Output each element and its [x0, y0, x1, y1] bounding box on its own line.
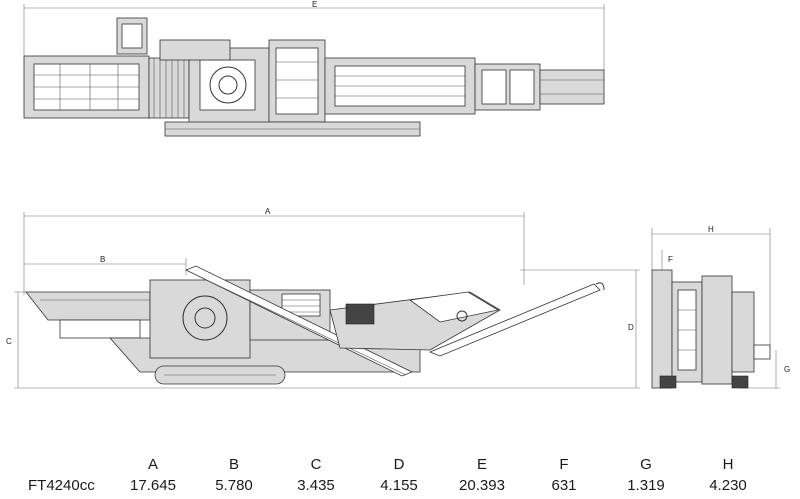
- machine-dimension-drawing: E: [6, 0, 790, 389]
- header-h: H: [722, 456, 734, 473]
- side-hopper: [25, 291, 151, 321]
- dimension-label-c: C: [6, 337, 12, 346]
- header-f: F: [559, 456, 569, 473]
- dimension-label-f: F: [668, 255, 673, 264]
- side-view: A B C D: [6, 207, 640, 389]
- value-a: 17.645: [130, 477, 176, 494]
- value-f: 631: [551, 477, 577, 494]
- header-c: C: [310, 456, 322, 473]
- end-hopper-wall: [651, 269, 673, 389]
- discharge-conveyor-top: [539, 69, 605, 105]
- end-view: H F G: [651, 225, 790, 389]
- value-h: 4.230: [709, 477, 747, 494]
- dimension-label-g: G: [784, 365, 790, 374]
- value-d: 4.155: [380, 477, 418, 494]
- side-discharge-conveyor: [428, 283, 601, 357]
- top-view: E: [23, 0, 605, 137]
- value-b: 5.780: [215, 477, 253, 494]
- header-d: D: [393, 456, 405, 473]
- header-b: B: [228, 456, 239, 473]
- dimension-label-b: B: [100, 255, 105, 264]
- side-crusher: [149, 279, 251, 359]
- header-g: G: [640, 456, 652, 473]
- header-a: A: [147, 456, 158, 473]
- dimension-label-a: A: [265, 207, 271, 216]
- model-name: FT4240cc: [28, 477, 95, 494]
- dimension-label-h: H: [708, 225, 714, 234]
- dimension-label-e: E: [312, 0, 317, 9]
- header-e: E: [476, 456, 487, 473]
- spec-table: FT4240cc A B C D E F G H 17.645 5.780 3.…: [0, 450, 800, 495]
- value-g: 1.319: [627, 477, 665, 494]
- dimension-label-d: D: [628, 323, 634, 332]
- value-c: 3.435: [297, 477, 335, 494]
- value-e: 20.393: [459, 477, 505, 494]
